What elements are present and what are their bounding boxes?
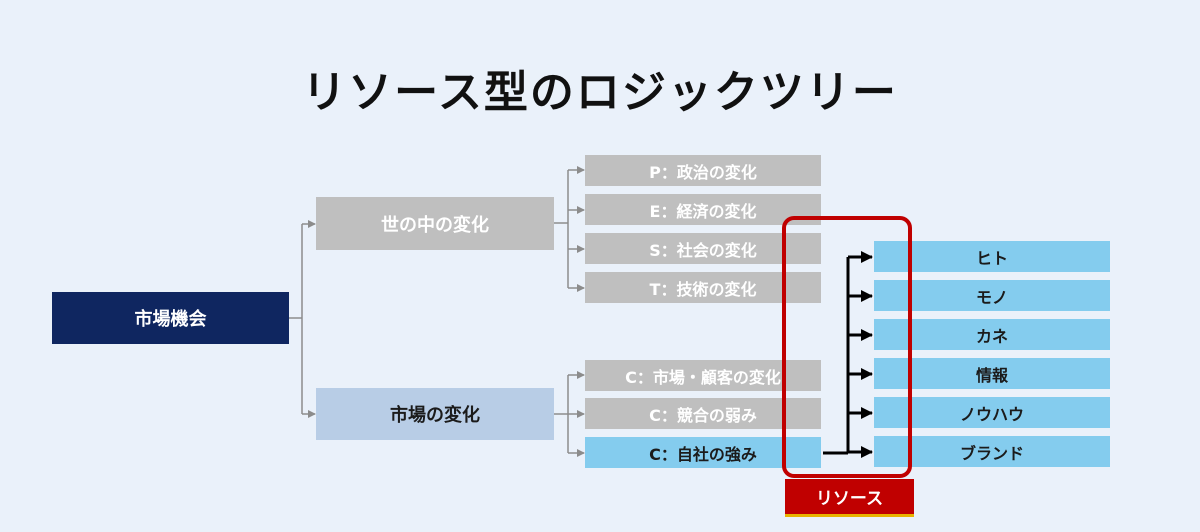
resource-highlight-frame (782, 216, 912, 478)
node-resource-brand: ブランド (874, 436, 1110, 467)
node-resource-knowhow: ノウハウ (874, 397, 1110, 428)
node-resource-people: ヒト (874, 241, 1110, 272)
root-node: 市場機会 (52, 292, 289, 344)
node-3c-customer: C：市場・顧客の変化 (585, 360, 821, 391)
node-pest-t: T：技術の変化 (585, 272, 821, 303)
node-3c-competitor: C：競合の弱み (585, 398, 821, 429)
node-pest-s: S：社会の変化 (585, 233, 821, 264)
node-resource-information: 情報 (874, 358, 1110, 389)
node-pest-p: P：政治の変化 (585, 155, 821, 186)
node-resource-things: モノ (874, 280, 1110, 311)
page-title: リソース型のロジックツリー (302, 67, 898, 118)
node-pest-e: E：経済の変化 (585, 194, 821, 225)
node-world-change: 世の中の変化 (316, 197, 554, 250)
node-3c-company: C：自社の強み (585, 437, 821, 468)
node-market-change: 市場の変化 (316, 388, 554, 440)
node-resource-money: カネ (874, 319, 1110, 350)
resource-highlight-label: リソース (785, 479, 914, 517)
